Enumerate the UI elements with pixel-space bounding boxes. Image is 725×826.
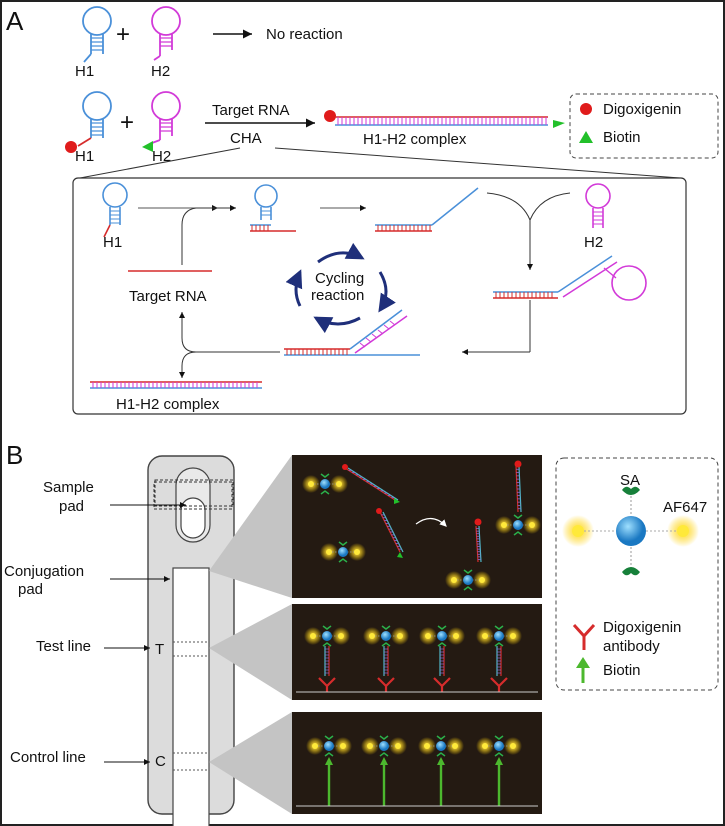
sa-af647-probe [306,735,352,757]
cycle-opened-h1 [375,187,479,232]
sa-af647-probe [363,625,409,647]
legend-dig-antibody-1: Digoxigenin [603,619,681,636]
sa-af647-probe [419,625,465,647]
captured-duplex [324,646,330,676]
sa-af647-probe [418,735,464,757]
panel-a-letter: A [6,6,24,36]
row2-h2-label: H2 [152,148,171,165]
test-line-label: Test line [36,638,91,655]
biotin-arrow-icon [576,657,590,683]
reaction-label: reaction [311,287,364,304]
row1-plus: + [116,21,130,48]
sample-pad-label-2: pad [59,498,84,515]
zoom-line-left [79,147,241,179]
h1-h2-duplex [344,467,399,501]
cycle-return-arrow [181,205,236,265]
test-window [172,567,210,826]
cycling-label: Cycling [315,270,364,287]
row2-target-rna: Target RNA [212,102,290,119]
digoxigenin-antibody [377,677,395,692]
legend-a-box [569,93,719,159]
row1-no-reaction: No reaction [266,26,343,43]
legend-af647: AF647 [663,499,707,516]
row1-h1-hairpin [82,6,112,63]
sample-pad-label-1: Sample [43,479,94,496]
cycle-bottom-complex [284,309,420,356]
biotin-arrow [380,757,388,806]
digoxigenin-antibody [318,677,336,692]
row2-complex-label: H1-H2 complex [363,131,467,148]
row2-complex [324,110,565,128]
captured-duplex [439,646,445,676]
legend-biotin-b: Biotin [603,662,641,679]
row2-cha: CHA [230,130,262,147]
cycle-h1-label: H1 [103,234,122,251]
sa-af647-probe [476,735,522,757]
cha-detail-box [72,177,687,415]
conjugation-pad-box [153,481,233,510]
cycle-final-complex [90,381,262,389]
legend-biotin: Biotin [603,129,641,146]
h1-h2-duplex [475,525,482,563]
cycle-h2-hairpin [585,183,611,228]
row2-h1-hairpin [65,91,112,153]
biotin-arrow [325,757,333,806]
cycle-h2-label: H2 [584,234,603,251]
cycle-h1-hairpin [102,182,128,238]
h1-h2-duplex [515,465,522,513]
h1-h2-duplex [379,511,404,553]
conjugation-pad-label-2: pad [18,581,43,598]
row2-h1-label: H1 [75,148,94,165]
row2-plus: + [120,109,134,136]
biotin-arrow [437,757,445,806]
conjugation-pad-area [154,479,234,507]
sa-af647-legend-icon [562,486,699,576]
cycle-release-arrow [179,312,280,353]
conjugation-pad-label-1: Conjugation [4,563,84,580]
sa-af647-probe [495,514,541,536]
digoxigenin-icon [580,103,592,115]
legend-sa: SA [620,472,640,489]
biotin-triangle-icon [579,131,593,143]
digoxigenin-antibody [433,677,451,692]
strip-c-label: C [155,753,166,770]
legend-dig-antibody-2: antibody [603,638,660,655]
sa-af647-probe [320,541,366,563]
cycle-intermediate [493,255,647,301]
digoxigenin-antibody-icon [572,623,596,650]
row2-h2-hairpin [142,91,181,152]
captured-duplex [496,646,502,676]
captured-duplex [383,646,389,676]
zoom-wedge-bottom [209,712,292,814]
cycle-merge-arrow [486,192,571,270]
control-line-label: Control line [10,749,86,766]
sa-af647-probe [304,625,350,647]
legend-digoxigenin: Digoxigenin [603,101,681,118]
row1-h1-label: H1 [75,63,94,80]
zoom-wedge-middle [209,604,292,700]
zoom-wedge-top [209,455,292,598]
zoom-line-right [274,147,681,179]
strip-t-label: T [155,641,164,658]
cycle-down-arrow [179,351,230,378]
cycle-h1-target [250,184,296,232]
sa-af647-probe [361,735,407,757]
row1-h2-hairpin [151,6,181,61]
cycle-target-rna-label: Target RNA [129,288,207,305]
biotin-arrow [495,757,503,806]
row1-h2-label: H2 [151,63,170,80]
legend-b-box [555,457,719,691]
sa-af647-probe [302,473,348,495]
sa-af647-probe [476,625,522,647]
sample-window-inner [180,497,206,539]
panel-b-letter: B [6,440,23,470]
cycling-arrows [285,242,396,334]
digoxigenin-antibody [490,677,508,692]
sa-af647-probe [445,569,491,591]
cycle-complex-label: H1-H2 complex [116,396,220,413]
